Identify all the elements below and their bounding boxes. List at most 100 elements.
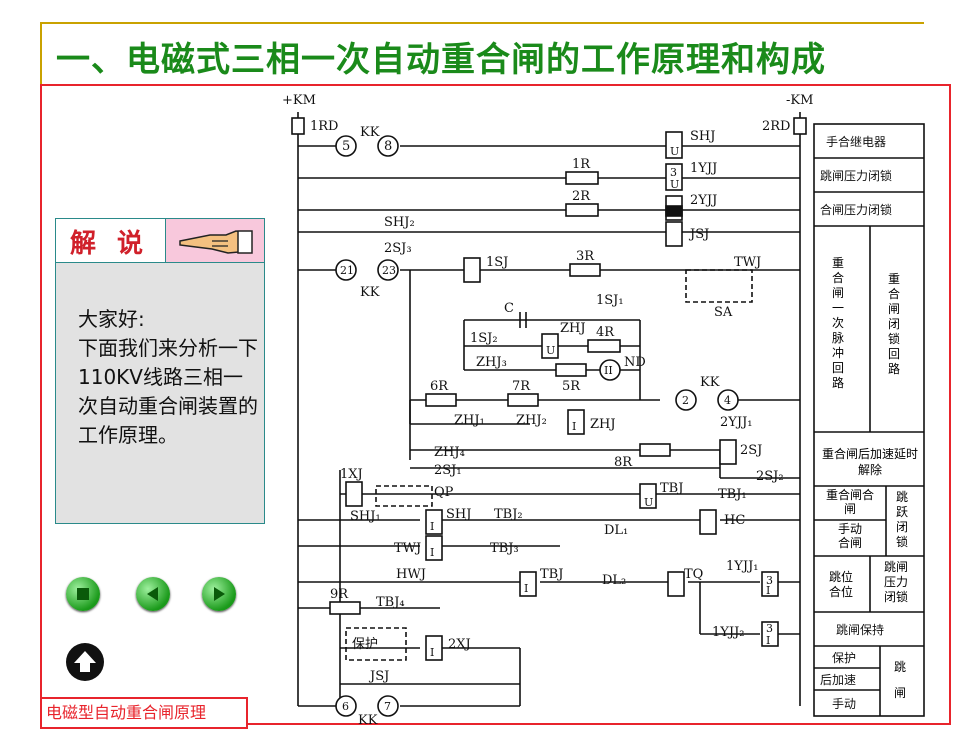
kk-contact-5: 5 [342, 139, 350, 154]
legend-tz: 跳闸 [894, 660, 906, 700]
nd-lamp-glyph: II [604, 364, 613, 377]
kk-contact-21: 21 [340, 264, 354, 277]
twj-b-type: I [430, 546, 434, 559]
1yjj1-label: 1YJJ₁ [726, 559, 759, 574]
tbj-b-type: I [524, 582, 528, 595]
protection-label: 保护 [352, 637, 378, 652]
kk-label-4: KK [358, 713, 378, 728]
2sj2-label: 2SJ₂ [756, 469, 784, 484]
explain-header: 解 说 [56, 219, 166, 263]
legend-row5: 跳闸保持 [836, 622, 884, 637]
explain-text: 大家好: 下面我们来分析一下110KV线路三相一次自动重合闸装置的工作原理。 [78, 307, 258, 447]
1xj-label: 1XJ [340, 467, 363, 482]
shj-b-type: I [430, 520, 434, 533]
stop-button[interactable] [66, 577, 100, 611]
shj-coil-type: U [670, 145, 679, 158]
zhj-b-type: I [572, 420, 576, 433]
tq-label: TQ [684, 567, 703, 582]
kk-contact-2: 2 [682, 394, 689, 407]
dl2-label: DL₂ [602, 573, 626, 588]
kk-contact-7: 7 [384, 700, 391, 713]
back-button[interactable] [136, 577, 170, 611]
shj2-label: SHJ₂ [384, 215, 415, 230]
hc-label: HC [724, 513, 745, 528]
fuse-2rd-label: 2RD [762, 119, 790, 134]
forward-button[interactable] [202, 577, 236, 611]
resistor-3r-label: 3R [576, 249, 595, 264]
resistor-1r-label: 1R [572, 157, 591, 172]
tbj-coil-type: U [644, 496, 653, 509]
legend-bh: 保护 [832, 651, 856, 665]
tbj3-label: TBJ₃ [490, 541, 519, 556]
stop-icon [77, 588, 89, 600]
shj1-label: SHJ₁ [350, 509, 381, 524]
2xj-type: I [430, 646, 434, 659]
fuse-1rd-label: 1RD [310, 119, 338, 134]
2sj-label: 2SJ [740, 443, 762, 458]
1yjj1-number: 3 [766, 574, 773, 587]
kk-label-1: KK [360, 125, 380, 140]
1yjj2-label: 1YJJ₂ [712, 625, 745, 640]
resistor-9r-label: 9R [330, 587, 349, 602]
zhj1-label: ZHJ₁ [454, 413, 485, 428]
kk-label-2: KK [360, 285, 380, 300]
home-button[interactable] [66, 643, 104, 681]
tbj1-label: TBJ₁ [718, 487, 747, 502]
sa-label: SA [714, 305, 733, 320]
kk-contact-6: 6 [342, 700, 349, 713]
shj-coil-label: SHJ [690, 129, 715, 144]
1yjj2-number: 3 [766, 622, 773, 635]
forward-arrow-icon [214, 587, 225, 601]
kk-contact-8: 8 [384, 139, 392, 154]
qp-label: QP [434, 485, 454, 500]
legend-chz: 重合闸合闸 [826, 488, 874, 516]
tbj-coil-label: TBJ [660, 481, 683, 496]
legend-row1: 手合继电器 [826, 134, 886, 149]
1yjj-type: U [670, 178, 679, 191]
legend-col-a: 重合闸一次脉冲回路 [832, 256, 844, 390]
tbj4-label: TBJ₄ [376, 595, 405, 610]
legend-tyl: 跳闸压力闭锁 [884, 560, 908, 604]
1yjj-number: 3 [670, 166, 677, 179]
content-frame [40, 84, 951, 725]
legend-sd: 手动合闸 [838, 522, 862, 550]
page-title: 一、电磁式三相一次自动重合闸的工作原理和构成 [56, 40, 826, 80]
resistor-5r-label: 5R [562, 379, 581, 394]
2sj3-label: 2SJ₃ [384, 241, 412, 256]
resistor-7r-label: 7R [512, 379, 531, 394]
capacitor-c-label: C [504, 301, 514, 316]
caption-label: 电磁型自动重合闸原理 [40, 697, 248, 729]
tbj2-label: TBJ₂ [494, 507, 523, 522]
zhj3-label: ZHJ₃ [476, 355, 507, 370]
legend-row4: 重合闸后加速延时解除 [822, 447, 918, 477]
resistor-2r-label: 2R [572, 189, 591, 204]
kk-contact-23: 23 [382, 264, 396, 277]
1yjj2-type: I [766, 634, 770, 647]
1sj1-label: 1SJ₁ [596, 293, 624, 308]
1yjj1-type: I [766, 584, 770, 597]
twj-b-label: TWJ [394, 541, 421, 556]
hand-icon-cell[interactable] [166, 219, 264, 263]
legend-row3: 合闸压力闭锁 [820, 202, 892, 217]
shj-b-label: SHJ [446, 507, 471, 522]
nd-label: ND [624, 355, 646, 370]
explain-label: 解 说 [70, 229, 150, 259]
1sj2-label: 1SJ₂ [470, 331, 498, 346]
up-arrow-icon [74, 651, 96, 672]
kk-contact-4: 4 [724, 394, 731, 407]
2yjj-label: 2YJJ [690, 193, 717, 208]
kk-label-3: KK [700, 375, 720, 390]
tbj-b-label: TBJ [540, 567, 563, 582]
legend-twei: 跳位合位 [829, 570, 853, 599]
legend-col-b: 重合闸闭锁回路 [888, 272, 900, 376]
2sj1-label: 2SJ₁ [434, 463, 462, 478]
zhj-b-label: ZHJ [590, 417, 616, 432]
pointing-hand-icon [179, 230, 253, 254]
legend-sd2: 手动 [832, 697, 856, 711]
legend-row2: 跳闸压力闭锁 [820, 168, 892, 183]
2xj-label: 2XJ [448, 637, 471, 652]
resistor-4r-label: 4R [596, 325, 615, 340]
zhj-coil-type: U [546, 344, 555, 357]
legend-hjs: 后加速 [820, 673, 856, 687]
